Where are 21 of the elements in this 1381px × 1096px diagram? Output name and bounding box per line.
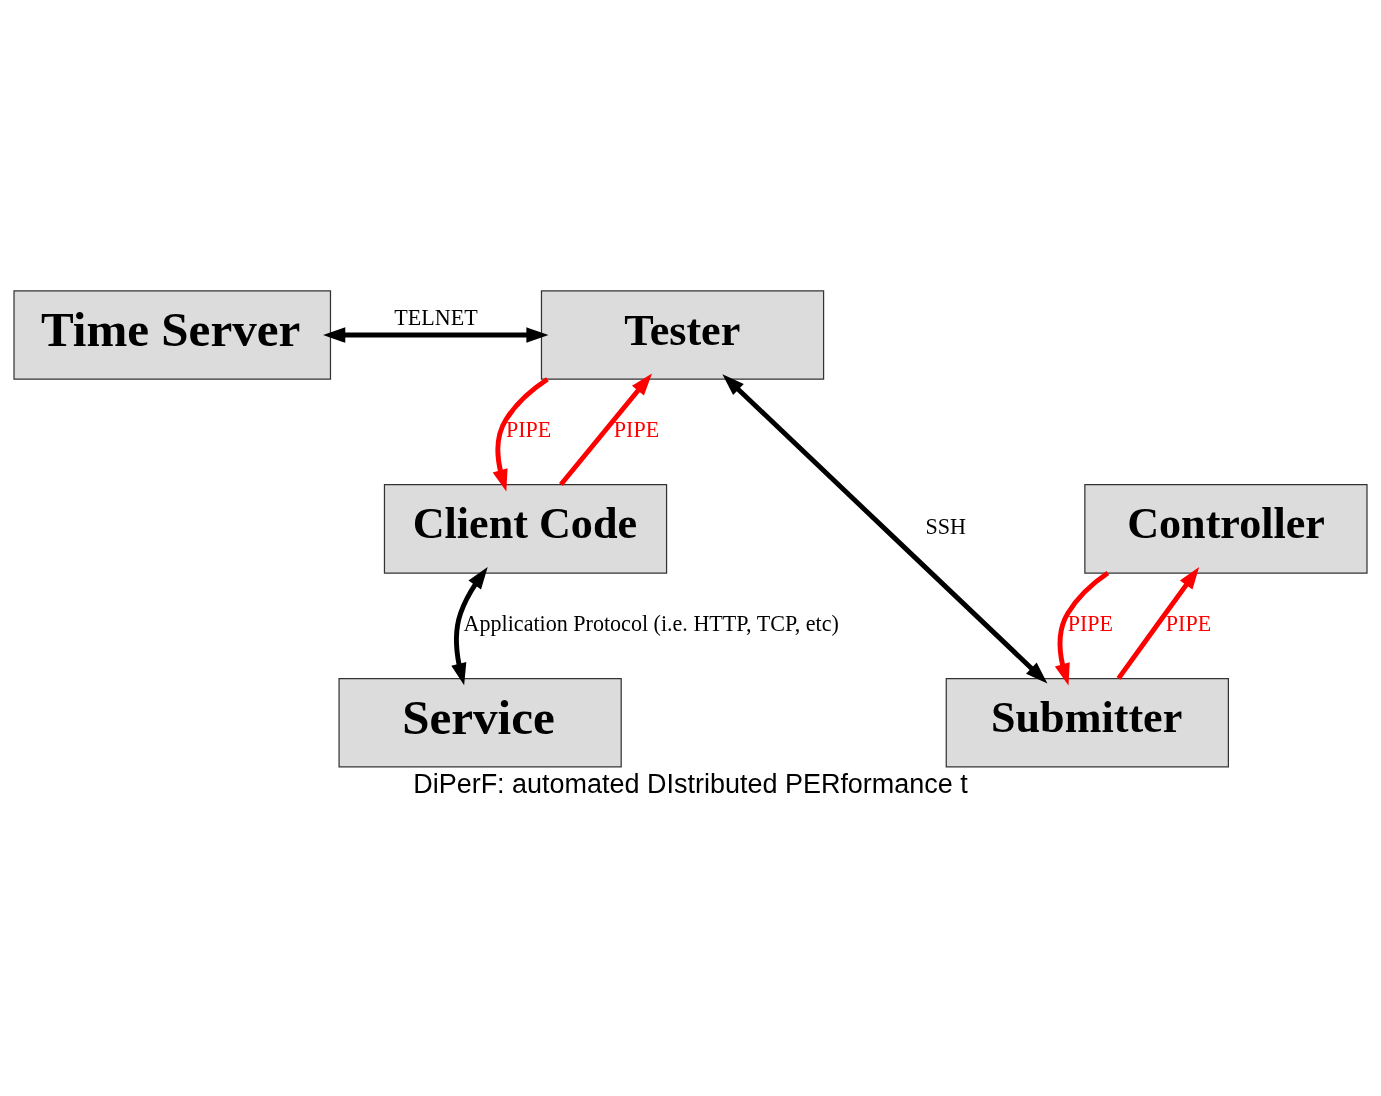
node-box: Tester	[540, 289, 825, 380]
node-box: Time Server	[13, 289, 332, 380]
edge-label: SSH	[925, 513, 966, 539]
node-box: Submitter	[945, 677, 1229, 767]
edge-label: PIPE	[1067, 610, 1114, 636]
node-box: Client Code	[383, 483, 668, 574]
edge-label: Application Protocol (i.e. HTTP, TCP, etc)	[463, 610, 839, 636]
arrow	[492, 376, 549, 492]
arrow	[1116, 566, 1200, 680]
edge-label: PIPE	[1165, 610, 1212, 636]
node-box: Service	[338, 677, 622, 767]
arrow	[559, 373, 652, 486]
caption: DiPerF: automated DIstributed PERformance t	[413, 768, 968, 799]
edge-label: PIPE	[613, 416, 660, 442]
arrow	[451, 566, 488, 685]
edge-label: TELNET	[394, 304, 478, 330]
arrow	[722, 373, 1048, 683]
node-box: Controller	[1084, 483, 1368, 574]
arrow	[1054, 570, 1110, 686]
edge-label: PIPE	[505, 416, 552, 442]
arrow	[323, 326, 549, 343]
